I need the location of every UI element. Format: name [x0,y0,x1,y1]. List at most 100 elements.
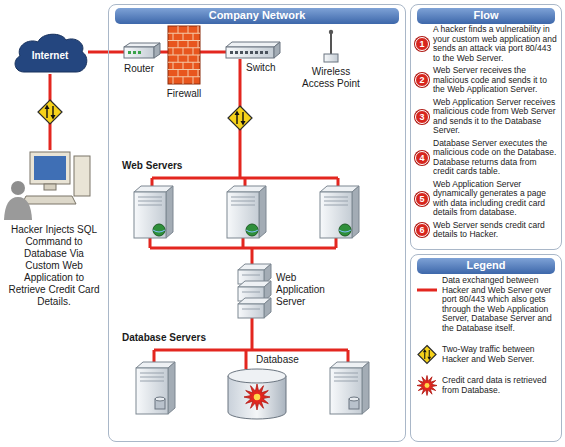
icon-part [153,230,165,232]
computer-tower [74,156,90,196]
node-label: Hacker Injects SQL Command to Database V… [8,224,100,308]
router-led [128,51,131,54]
firewall-brick [178,41,179,48]
icon-part [231,201,255,202]
icon-part [324,201,348,202]
credit-card-star [425,383,430,388]
icon-part [155,397,165,401]
icon-part [349,397,359,401]
firewall-brick [193,48,194,55]
step-number-text: 1 [419,39,424,49]
router: Router [124,45,154,59]
node-label: Firewall [156,88,212,100]
firewall-brick [193,62,194,69]
icon-part [140,373,164,374]
firewall-brick [173,62,174,69]
step-number-text: 3 [419,112,424,122]
switch-icon [274,42,280,58]
database-cylinder [228,369,286,383]
firewall-brick [198,70,199,77]
icon-part [320,192,352,238]
firewall-brick [173,48,174,55]
firewall-brick [188,26,189,33]
firewall-brick [173,77,174,84]
database-server-group: Database ServersDatabase [116,330,404,436]
icon-part [324,197,348,198]
firewall-brick [183,62,184,69]
step-number: 4 [415,151,429,165]
icon-part [136,368,168,414]
firewall-brick [183,48,184,55]
flow-step-text: Web Application Server receives maliciou… [433,98,558,136]
server-icon [238,298,271,318]
computer-monitor [30,152,70,184]
icon-part [334,377,358,378]
credit-card-star [244,384,270,410]
panel-heading: Company Network [115,8,399,24]
icon-part [140,377,164,378]
icon-part [227,192,259,238]
hacker-figure [11,181,25,195]
firewall-brick [198,55,199,62]
switch: Switch [226,45,274,59]
monitor-stand [44,184,56,190]
panel-heading: Legend [417,258,555,274]
firewall-brick [188,55,189,62]
server-icon [320,186,359,238]
icon-part [166,186,173,238]
node-label: Switch [246,62,286,74]
node-label: Internet [32,50,69,61]
icon-part [246,230,258,232]
router-led [133,51,136,54]
computer-screen [34,156,66,180]
flow-step-text: A hacker finds a vulnerability in your c… [433,25,558,63]
legend-text: Two-Way traffic between Hacker and Web S… [442,345,558,364]
two-way-sign [235,111,246,126]
icon-part [153,224,165,236]
firewall-brick [178,26,179,33]
icon-part [324,205,348,206]
icon-part [138,201,162,202]
switch-port [235,51,238,54]
node-label: Router [115,63,163,75]
switch-port [230,51,233,54]
two-way-sign [418,346,436,364]
icon-part [246,224,258,236]
two-way-sign [38,100,62,124]
icon-part [352,186,359,238]
access-point-base [324,54,338,62]
switch-icon [226,42,280,47]
step-number-text: 2 [419,75,424,85]
credit-card-star [417,376,437,396]
icon-part [339,224,351,236]
web-server-group: Web Servers [116,158,404,252]
antenna [330,33,332,54]
antenna [329,30,333,34]
icon-part [231,205,255,206]
icon-part [168,362,175,414]
icon-part [339,230,351,232]
node-label: Database Servers [122,332,206,344]
node-label: Web Application Server [276,272,338,308]
server-icon [330,362,369,414]
step-number: 1 [415,37,429,51]
firewall-brick [198,26,199,33]
step-number-text: 6 [419,225,424,235]
firewall: Firewall [168,26,200,84]
firewall-brick [183,77,184,84]
internet-cloud: Internet [12,32,88,74]
legend-text: Data exchanged between Hacker and Web Se… [442,276,558,333]
legend-line-sample [417,289,437,292]
firewall-brick [193,77,194,84]
hacker-computer: Hacker Injects SQL Command to Database V… [14,150,94,220]
hacker-figure [4,197,32,220]
switch-port [255,51,258,54]
two-way-sign [45,105,56,120]
node-label: Wireless Access Point [299,66,363,90]
step-number: 2 [415,73,429,87]
icon-part [231,197,255,198]
router-icon [154,43,160,58]
server-icon [136,362,175,414]
network-link [88,51,124,54]
firewall-brick [188,41,189,48]
